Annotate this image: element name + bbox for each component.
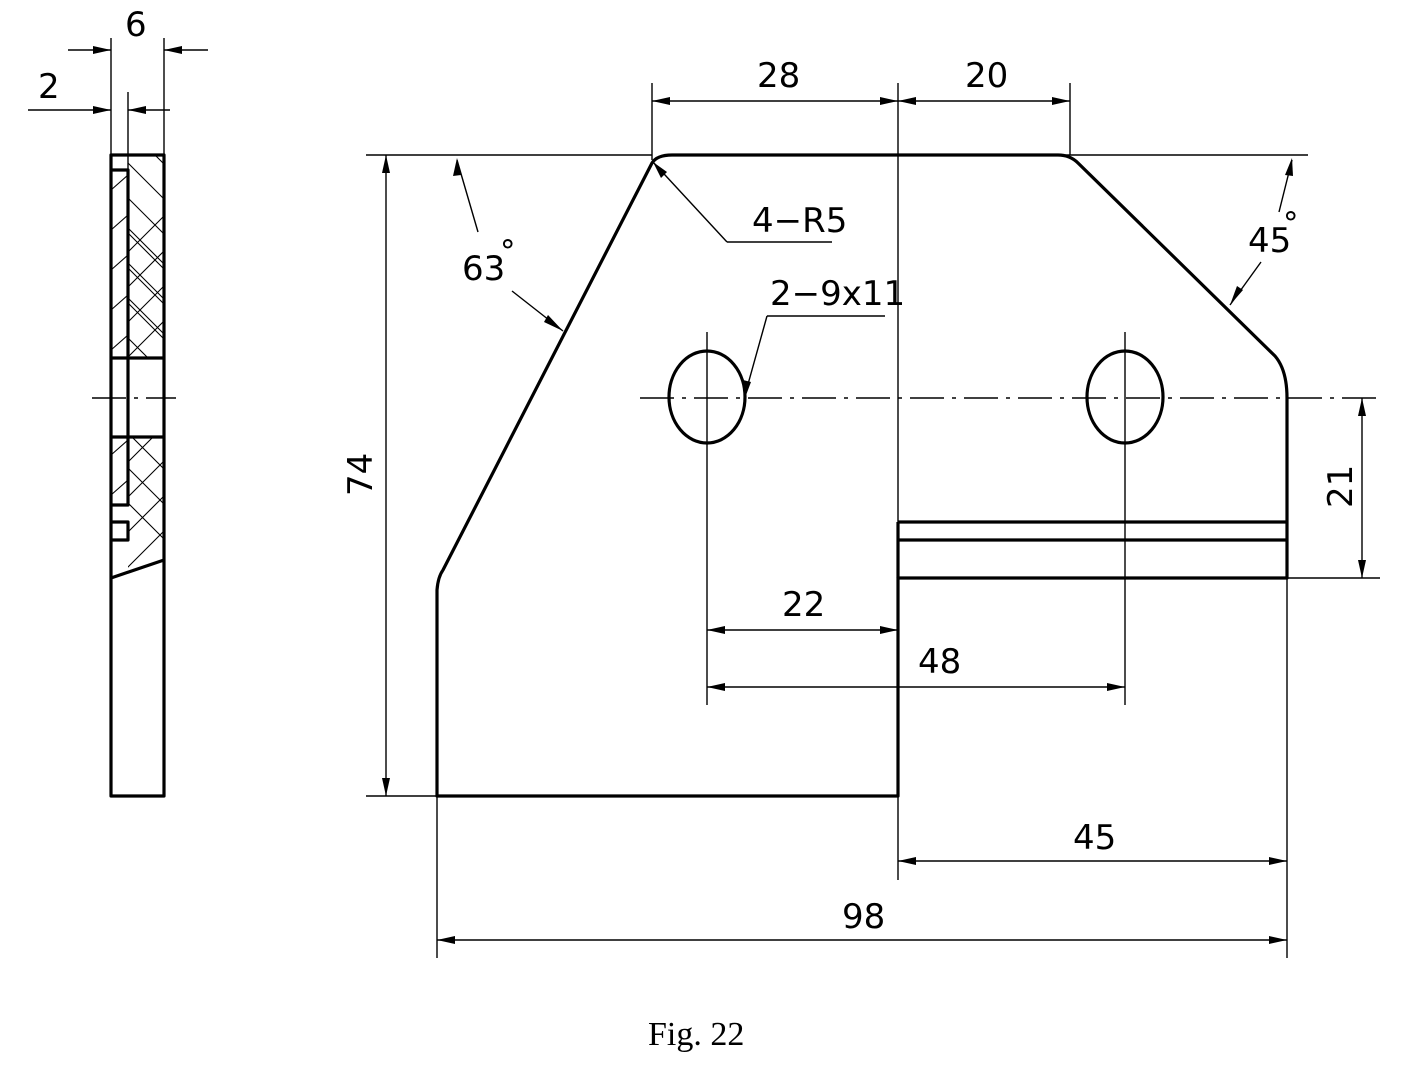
dim-48-label: 48 xyxy=(918,642,961,682)
dim-74-label: 74 xyxy=(341,453,381,496)
part-outline xyxy=(435,153,1289,798)
side-view-outer-hatching xyxy=(110,174,129,496)
dim-20-label: 20 xyxy=(965,56,1008,96)
dim-98: 98 xyxy=(436,796,1287,958)
dim-45: 45 xyxy=(897,578,1288,958)
dim-offset-2: 2 xyxy=(28,67,170,170)
leader-slotted-holes: 2−9x11 xyxy=(743,274,905,398)
side-view-groove-lower xyxy=(111,358,130,507)
dim-28: 28 xyxy=(652,56,898,105)
dim-74: 74 xyxy=(341,155,437,797)
angle-63-label: 63 xyxy=(462,249,505,289)
side-view-chamfer xyxy=(110,558,165,580)
angle-63: 63 ° xyxy=(453,158,564,332)
figure-caption: Fig. 22 xyxy=(648,1016,744,1053)
dim-22: 22 xyxy=(707,585,898,634)
dim-20: 20 xyxy=(898,56,1070,105)
side-view-notch xyxy=(111,520,130,542)
front-view: 28 20 74 21 22 xyxy=(341,56,1380,958)
slotted-holes-label: 2−9x11 xyxy=(770,274,905,314)
side-view-outline xyxy=(109,153,166,798)
fillet-radius-label: 4−R5 xyxy=(752,201,847,241)
angle-63-degree: ° xyxy=(500,234,516,270)
side-view: 6 2 xyxy=(28,5,208,798)
dim-21-label: 21 xyxy=(1321,465,1361,508)
leader-fillet-radius: 4−R5 xyxy=(652,161,847,243)
dim-thickness-6: 6 xyxy=(68,5,208,155)
dim-6-label: 6 xyxy=(125,5,147,45)
angle-45-degree: ° xyxy=(1283,206,1299,242)
side-view-groove xyxy=(111,168,130,358)
dim-22-label: 22 xyxy=(782,585,825,625)
dim-28-label: 28 xyxy=(757,56,800,96)
dim-21: 21 xyxy=(1287,398,1380,579)
dim-98-label: 98 xyxy=(842,897,885,937)
side-view-hatching-lower xyxy=(128,437,164,570)
dim-45-label: 45 xyxy=(1073,818,1116,858)
dim-48: 48 xyxy=(707,642,1125,691)
angle-45: 45 ° xyxy=(1229,158,1299,306)
dim-2-label: 2 xyxy=(38,67,60,107)
angle-45-label: 45 xyxy=(1248,221,1291,261)
